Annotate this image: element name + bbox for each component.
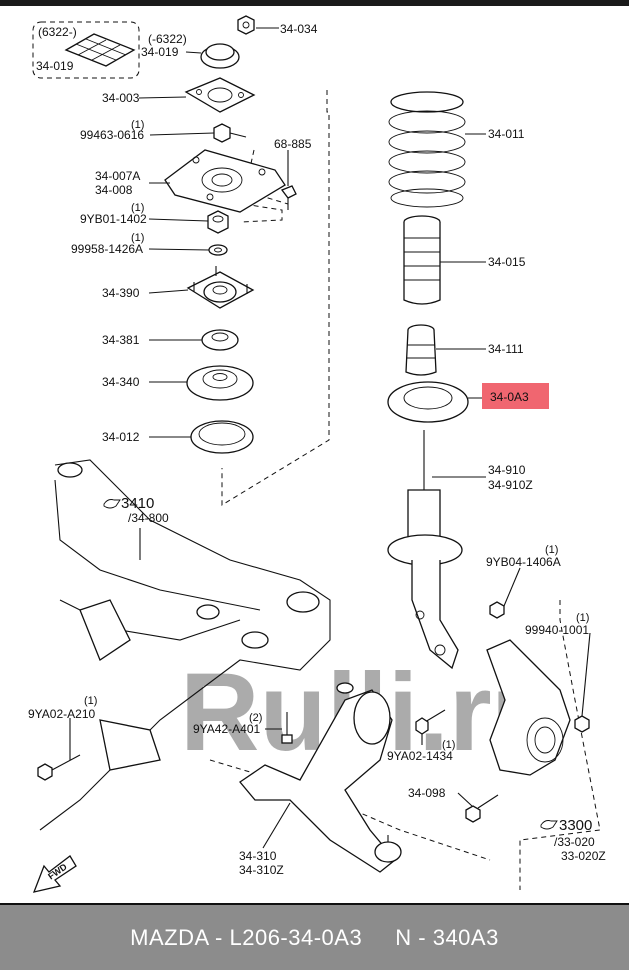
label-3410: 3410 — [121, 495, 154, 512]
label-34-019-right: 34-019 — [141, 45, 179, 59]
ref-3410: 3410 — [103, 495, 154, 512]
nut-9YB01-1402 — [207, 210, 229, 234]
qty-9YA42: (2) — [249, 712, 262, 724]
qty-9YA02-1434: (1) — [442, 739, 455, 751]
label-3300: 3300 — [559, 817, 592, 834]
fwd-arrow-icon: FWD — [32, 855, 77, 893]
label-34-034: 34-034 — [280, 22, 318, 36]
label-34-390: 34-390 — [102, 286, 140, 300]
label-34-910: 34-910 — [488, 463, 526, 477]
label-34-310Z: 34-310Z — [239, 863, 284, 877]
assembly-dash-line — [221, 90, 330, 506]
label-6322-to: (-6322) — [148, 32, 187, 46]
highlight-box-34-0A3 — [482, 383, 549, 409]
bracket-34-007A — [164, 149, 286, 213]
strut-mount-34-390 — [186, 266, 255, 309]
spring-seat-34-340 — [186, 365, 254, 401]
dust-cap-34-019 — [200, 43, 240, 69]
label-9YB01-1402: 9YB01-1402 — [80, 212, 147, 226]
mount-plate-34-019 — [64, 33, 136, 67]
shock-absorber-34-910 — [387, 430, 463, 670]
gasket-34-003 — [184, 77, 256, 113]
label-34-008: 34-008 — [95, 183, 133, 197]
label-9YB04-1406A: 9YB04-1406A — [486, 555, 561, 569]
lower-arm-34-310 — [239, 682, 402, 873]
ref-3300: 3300 — [540, 817, 592, 834]
bolt-99463-0616 — [213, 123, 247, 143]
parts-diagram: Rulli.ru — [0, 15, 629, 905]
label-34-111: 34-111 — [488, 342, 524, 356]
label-33-020: /33-020 — [554, 835, 595, 849]
label-9YA02-A210: 9YA02-A210 — [28, 707, 95, 721]
group-frame-34-019 — [32, 21, 140, 79]
label-34-019-left: 34-019 — [36, 59, 74, 73]
bolt-9YA02-A210 — [37, 754, 81, 781]
footer-spacer — [362, 925, 395, 951]
qty-9YB01: (1) — [131, 202, 144, 214]
footer-diagram-number: N - 340A3 — [395, 924, 499, 950]
label-99463-0616: 99463-0616 — [80, 128, 144, 142]
subframe-3410 — [39, 459, 331, 831]
bolt-9YA02-1434 — [415, 709, 446, 735]
insulator-34-012 — [190, 420, 254, 454]
leader-lines — [69, 27, 591, 849]
coil-spring-34-011 — [388, 91, 466, 208]
label-99940-1001: 99940-1001 — [525, 623, 589, 637]
qty-9YB04: (1) — [545, 544, 558, 556]
label-34-381: 34-381 — [102, 333, 140, 347]
label-34-910Z: 34-910Z — [488, 478, 533, 492]
label-34-012: 34-012 — [102, 430, 140, 444]
label-34-007A: 34-007A — [95, 169, 140, 183]
bolt-9YA42-A401 — [281, 712, 293, 744]
label-68-885: 68-885 — [274, 137, 312, 151]
dust-boot-34-015 — [403, 215, 441, 305]
label-9YA42-A401: 9YA42-A401 — [193, 722, 260, 736]
label-34-003: 34-003 — [102, 91, 140, 105]
qty-9YA02-A210: (1) — [84, 695, 97, 707]
label-34-015: 34-015 — [488, 255, 526, 269]
footer-part-number: MAZDA - L206-34-0A3 — [130, 924, 363, 950]
ref-pointer-icon — [103, 499, 121, 509]
top-bar — [0, 0, 629, 6]
label-33-020Z: 33-020Z — [561, 849, 606, 863]
footer-bar: MAZDA - L206-34-0A3 N - 340A3 — [0, 905, 629, 970]
bump-stop-34-111 — [405, 324, 437, 376]
qty-99958: (1) — [131, 232, 144, 244]
qty-99940: (1) — [576, 612, 589, 624]
bearing-34-381 — [201, 329, 239, 351]
bolt-34-098 — [465, 794, 499, 823]
label-6322-from: (6322-) — [38, 25, 77, 39]
label-34-011: 34-011 — [488, 127, 525, 141]
knuckle-3300 — [486, 639, 571, 776]
label-34-0A3: 34-0A3 — [490, 390, 529, 404]
label-34-340: 34-340 — [102, 375, 140, 389]
nut-34-034 — [237, 15, 255, 35]
qty-99463: (1) — [131, 119, 144, 131]
label-34-098: 34-098 — [408, 786, 446, 800]
label-34-310: 34-310 — [239, 849, 277, 863]
label-99958-1426A: 99958-1426A — [71, 242, 143, 256]
washer-99958-1426A — [208, 244, 228, 256]
lower-spring-seat-34-0A3 — [387, 381, 469, 423]
label-9YA02-1434: 9YA02-1434 — [387, 749, 453, 763]
label-34-800: /34-800 — [128, 511, 169, 525]
ref-pointer-icon-2 — [540, 820, 558, 830]
nut-99940-1001 — [574, 715, 590, 733]
nut-9YB04-1406A — [489, 601, 505, 619]
clip-68-885 — [280, 185, 297, 210]
